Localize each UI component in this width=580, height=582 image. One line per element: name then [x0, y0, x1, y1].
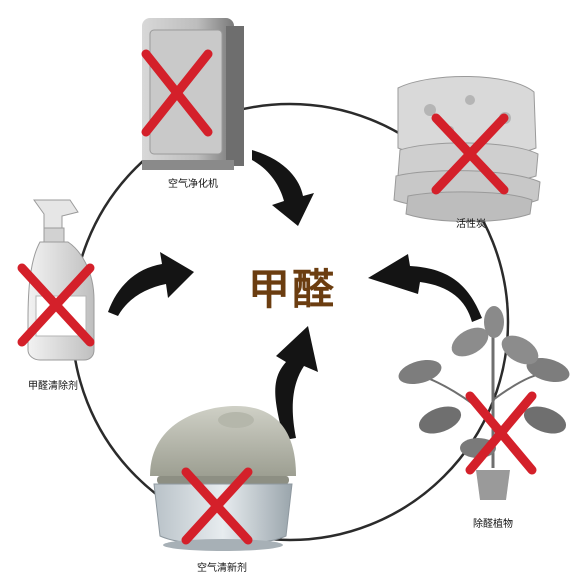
- cross-mark-icon: [141, 49, 213, 137]
- arrow-from-top: [252, 150, 314, 226]
- air-purifier-icon: [142, 18, 244, 170]
- arrows: [108, 150, 482, 440]
- charcoal-bags-icon: [393, 75, 541, 222]
- cross-marks: [17, 49, 537, 545]
- arrow-from-right: [368, 254, 482, 322]
- arrow-from-left: [108, 252, 194, 316]
- plant-icon: [398, 306, 570, 500]
- cross-mark-icon: [181, 467, 253, 545]
- arrow-from-bottom: [275, 326, 318, 440]
- label-air-freshener: 空气清新剂: [197, 563, 247, 574]
- cross-mark-icon: [431, 113, 509, 195]
- label-air-purifier: 空气净化机: [168, 179, 218, 190]
- cross-mark-icon: [17, 263, 95, 347]
- label-formaldehyde-remover: 甲醛清除剂: [28, 381, 78, 392]
- cross-mark-icon: [465, 391, 537, 475]
- label-activated-charcoal: 活性炭: [456, 219, 486, 230]
- center-title: 甲醛: [247, 265, 336, 314]
- label-plant: 除醛植物: [473, 519, 513, 530]
- air-freshener-icon: [150, 406, 296, 551]
